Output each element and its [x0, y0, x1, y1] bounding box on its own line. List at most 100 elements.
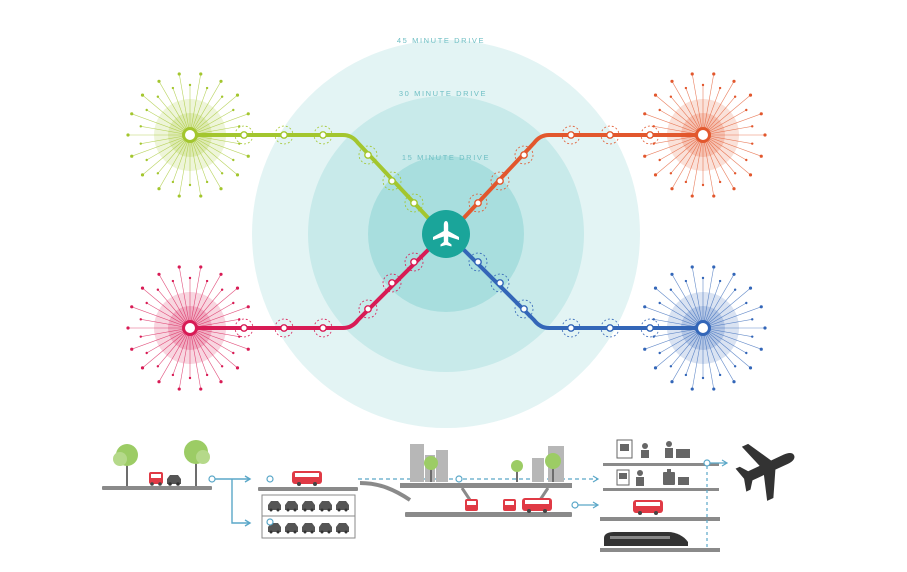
route-terminus-orange [695, 127, 711, 143]
station-node [520, 151, 528, 159]
route-red [182, 244, 434, 338]
tree-icon [113, 444, 138, 486]
station-node [364, 151, 372, 159]
station-node [388, 279, 396, 287]
flow-node [208, 475, 216, 483]
route-blue [458, 244, 711, 338]
car-icon [268, 501, 281, 512]
station-ring [468, 193, 488, 213]
street-panel [102, 440, 216, 490]
station-ring [313, 125, 333, 145]
station-ring [313, 318, 333, 338]
flow-node [703, 459, 711, 467]
catchment-burst-orange [639, 72, 767, 198]
station-node [280, 131, 288, 139]
station-ring [561, 125, 581, 145]
station-node [474, 258, 482, 266]
luggage-icon [663, 469, 689, 485]
station-ring [382, 273, 402, 293]
car-icon [285, 523, 298, 534]
station-ring [468, 252, 488, 272]
bus-parking-panel [258, 471, 358, 539]
station-node [646, 131, 654, 139]
car-icon [319, 501, 332, 512]
station-ring [404, 252, 424, 272]
terminal-level-1 [600, 517, 720, 521]
car-icon [285, 501, 298, 512]
terminal-level-2 [603, 488, 719, 491]
tree-icon [511, 460, 523, 482]
station-node [388, 177, 396, 185]
check-in-icon [616, 439, 690, 459]
flow-node [266, 475, 274, 483]
route-terminus-blue [695, 320, 711, 336]
station-node [319, 324, 327, 332]
station-ring [234, 318, 254, 338]
car-icon [302, 501, 315, 512]
station-ring [358, 145, 378, 165]
station-node [567, 131, 575, 139]
station-node [474, 199, 482, 207]
bus-icon [522, 498, 552, 513]
airport-hub[interactable] [422, 210, 470, 258]
ring-label-15: 15 MINUTE DRIVE [402, 153, 490, 162]
terminal-level-0 [600, 548, 720, 552]
station-ring [274, 318, 294, 338]
station-node [240, 324, 248, 332]
flow-node [266, 518, 274, 526]
station-ring [490, 273, 510, 293]
station-node [280, 324, 288, 332]
station-ring [514, 145, 534, 165]
station-node [646, 324, 654, 332]
station-ring [358, 299, 378, 319]
transit-routes [182, 125, 711, 338]
station-ring [600, 125, 620, 145]
station-node [410, 199, 418, 207]
station-ring [600, 318, 620, 338]
bus-lane-ground [258, 487, 358, 491]
bus-icon [465, 499, 478, 511]
flow-arrow-4 [710, 459, 729, 467]
station-node [240, 131, 248, 139]
route-green [182, 125, 434, 224]
station-node [496, 177, 504, 185]
station-ring [640, 125, 660, 145]
station-node [319, 131, 327, 139]
hub-ground [405, 512, 572, 517]
airplane-icon [728, 428, 807, 508]
route-orange [458, 125, 711, 224]
flow-node [571, 501, 579, 509]
flow-arrow-3 [578, 501, 600, 509]
access-sequence-strip [102, 428, 807, 552]
station-ring [561, 318, 581, 338]
station-ring [490, 171, 510, 191]
deck-ramp [359, 481, 412, 502]
station-ring [274, 125, 294, 145]
car-icon [336, 501, 349, 512]
car-icon [319, 523, 332, 534]
tree-icon [545, 453, 561, 482]
bus-icon [633, 500, 663, 515]
station-ring [234, 125, 254, 145]
ring-label-45: 45 MINUTE DRIVE [397, 36, 485, 45]
elevated-deck [400, 483, 572, 488]
station-node [496, 279, 504, 287]
tree-icon [424, 456, 438, 482]
car-icon [167, 475, 181, 486]
station-ring [404, 193, 424, 213]
station-node [606, 324, 614, 332]
street-ground [102, 486, 212, 490]
parking-garage-icon [261, 494, 356, 539]
station-node [606, 131, 614, 139]
car-icon [336, 523, 349, 534]
car-icon [302, 523, 315, 534]
security-icon [616, 469, 644, 486]
station-ring [382, 171, 402, 191]
station-node [364, 305, 372, 313]
station-node [520, 305, 528, 313]
transit-hub-panel [359, 444, 600, 517]
station-node [410, 258, 418, 266]
tree-icon [184, 440, 210, 486]
route-terminus-red [182, 320, 198, 336]
